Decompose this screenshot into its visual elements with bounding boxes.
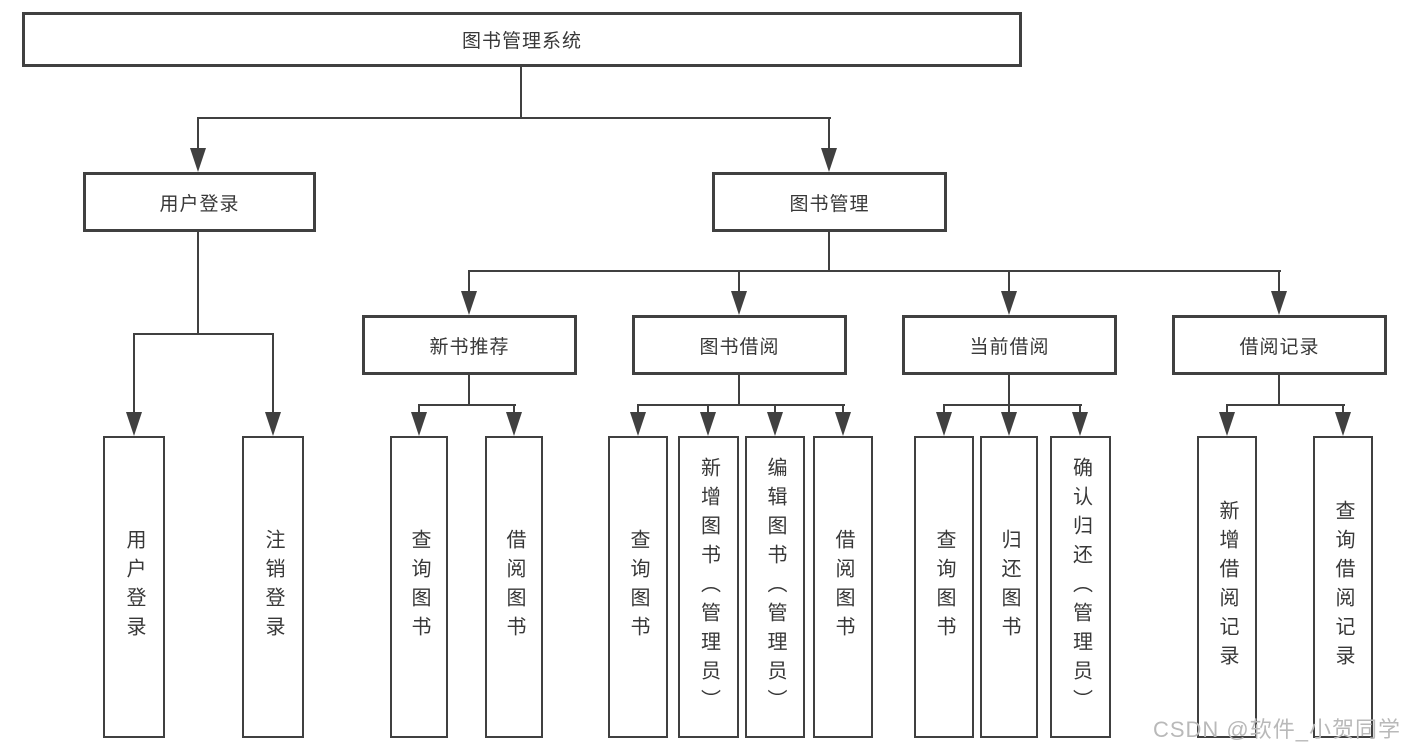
connector-line	[943, 404, 1082, 406]
connector-line	[197, 232, 199, 335]
connector-line	[1226, 404, 1228, 414]
connector-line	[520, 67, 522, 119]
leaf-label: 归还图书	[998, 529, 1020, 645]
leaf-label: 借阅图书	[832, 529, 854, 645]
connector-line	[1278, 375, 1280, 406]
arrow-down-icon	[700, 412, 716, 436]
leaf-borrow-books-recommend: 借阅图书	[485, 436, 543, 738]
leaf-query-books-borrow: 查询图书	[608, 436, 668, 738]
arrow-down-icon	[1271, 291, 1287, 315]
connector-line	[943, 404, 945, 414]
leaf-label: 确认归还（管理员）	[1069, 456, 1092, 718]
connector-line	[1008, 375, 1010, 406]
csdn-watermark: CSDN @软件_小贺同学	[1152, 717, 1401, 742]
leaf-add-books-admin: 新增图书（管理员）	[678, 436, 739, 738]
node-book-borrow: 图书借阅	[632, 315, 847, 375]
leaf-label: 查询图书	[408, 529, 430, 645]
connector-line	[468, 375, 470, 406]
connector-line	[738, 270, 740, 293]
node-borrow-records: 借阅记录	[1172, 315, 1387, 375]
leaf-label: 用户登录	[123, 529, 145, 645]
arrow-down-icon	[190, 148, 206, 172]
connector-line	[513, 404, 515, 414]
leaf-user-login: 用户登录	[103, 436, 165, 738]
node-label: 用户登录	[159, 193, 240, 215]
connector-line	[133, 333, 135, 415]
leaf-return-books: 归还图书	[980, 436, 1038, 738]
node-user-login: 用户登录	[83, 172, 316, 232]
arrow-down-icon	[506, 412, 522, 436]
leaf-confirm-return-admin: 确认归还（管理员）	[1050, 436, 1111, 738]
leaf-label: 查询图书	[627, 529, 649, 645]
leaf-query-books-recommend: 查询图书	[390, 436, 448, 738]
connector-line	[637, 404, 639, 414]
arrow-down-icon	[265, 412, 281, 436]
arrow-down-icon	[731, 291, 747, 315]
leaf-query-books-current: 查询图书	[914, 436, 974, 738]
leaf-label: 查询借阅记录	[1332, 500, 1354, 674]
leaf-label: 查询图书	[933, 529, 955, 645]
connector-line	[272, 333, 274, 415]
arrow-down-icon	[1072, 412, 1088, 436]
leaf-label: 新增图书（管理员）	[697, 456, 720, 718]
arrow-down-icon	[126, 412, 142, 436]
node-label: 新书推荐	[429, 336, 510, 358]
connector-line	[1008, 270, 1010, 293]
arrow-down-icon	[835, 412, 851, 436]
leaf-add-borrow-record: 新增借阅记录	[1197, 436, 1257, 738]
connector-line	[1079, 404, 1081, 414]
connector-line	[707, 404, 709, 414]
arrow-down-icon	[1335, 412, 1351, 436]
connector-line	[774, 404, 776, 414]
arrow-down-icon	[411, 412, 427, 436]
connector-line	[418, 404, 420, 414]
connector-line	[637, 404, 845, 406]
connector-line	[197, 117, 199, 152]
leaf-label: 新增借阅记录	[1216, 500, 1238, 674]
node-book-management: 图书管理	[712, 172, 947, 232]
leaf-edit-books-admin: 编辑图书（管理员）	[745, 436, 805, 738]
leaf-label: 借阅图书	[503, 529, 525, 645]
arrow-down-icon	[630, 412, 646, 436]
arrow-down-icon	[1219, 412, 1235, 436]
arrow-down-icon	[767, 412, 783, 436]
connector-line	[468, 270, 470, 293]
leaf-borrow-books: 借阅图书	[813, 436, 873, 738]
node-label: 图书管理	[789, 193, 870, 215]
connector-line	[1226, 404, 1345, 406]
node-library-system: 图书管理系统	[22, 12, 1022, 67]
arrow-down-icon	[1001, 412, 1017, 436]
node-label: 当前借阅	[969, 336, 1050, 358]
connector-line	[1278, 270, 1280, 293]
node-label: 借阅记录	[1239, 336, 1320, 358]
connector-line	[828, 117, 830, 152]
connector-line	[738, 375, 740, 406]
connector-line	[1342, 404, 1344, 414]
connector-line	[197, 117, 831, 119]
node-label: 图书管理系统	[461, 31, 582, 52]
arrow-down-icon	[1001, 291, 1017, 315]
connector-line	[842, 404, 844, 414]
leaf-label: 编辑图书（管理员）	[764, 456, 786, 718]
connector-line	[468, 270, 1281, 272]
leaf-query-borrow-record: 查询借阅记录	[1313, 436, 1373, 738]
connector-line	[1008, 404, 1010, 414]
arrow-down-icon	[936, 412, 952, 436]
connector-line	[418, 404, 516, 406]
leaf-label: 注销登录	[262, 529, 284, 645]
node-label: 图书借阅	[699, 336, 780, 358]
connector-line	[828, 232, 830, 272]
arrow-down-icon	[461, 291, 477, 315]
leaf-logout: 注销登录	[242, 436, 304, 738]
connector-line	[133, 333, 274, 335]
node-current-borrow: 当前借阅	[902, 315, 1117, 375]
arrow-down-icon	[821, 148, 837, 172]
node-new-book-recommend: 新书推荐	[362, 315, 577, 375]
